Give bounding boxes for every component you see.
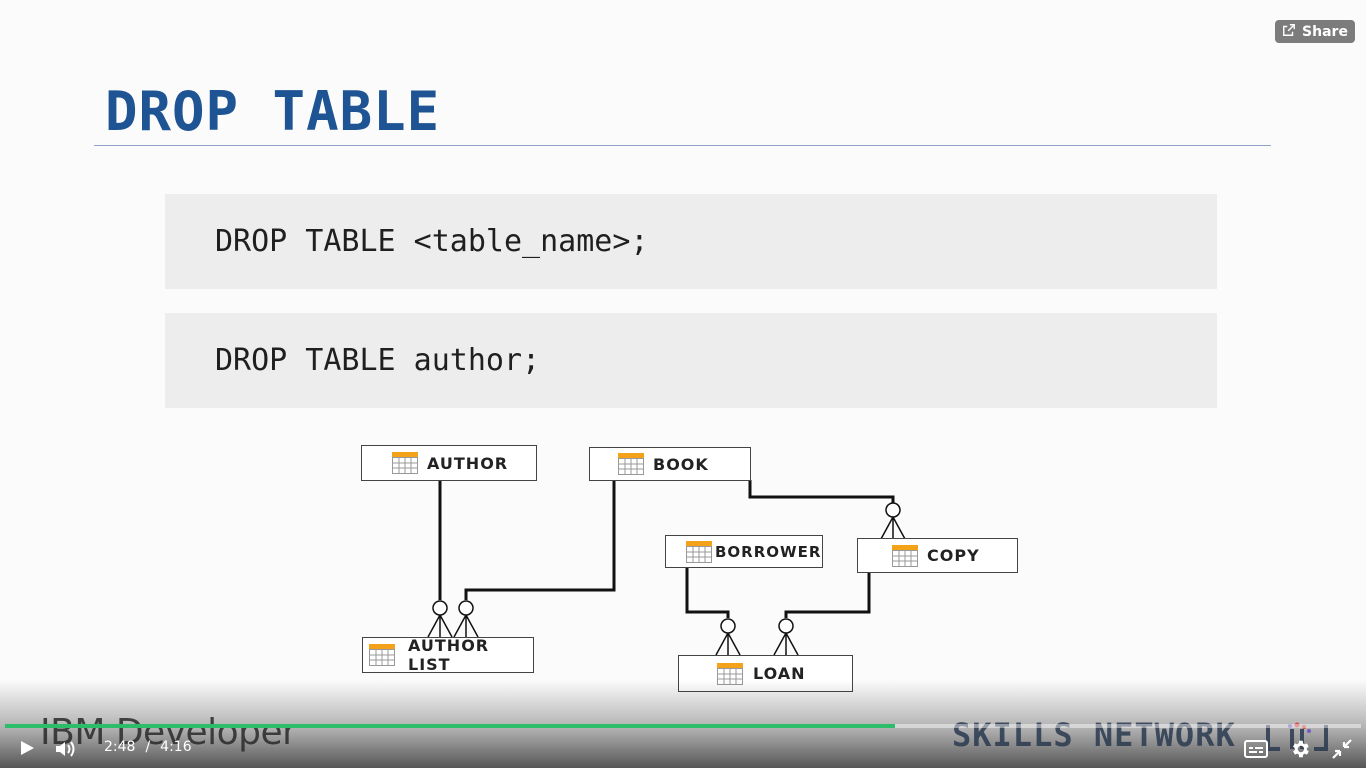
exit-fullscreen-icon [1332, 739, 1352, 759]
code-syntax-box: DROP TABLE <table_name>; [165, 194, 1217, 289]
entity-label: LOAN [753, 664, 806, 683]
entity-label: BOOK [653, 454, 709, 474]
table-icon [618, 453, 644, 475]
code-syntax-line: DROP TABLE <table_name>; [215, 224, 649, 259]
current-time: 2:48 [104, 739, 136, 755]
brand-ibm-developer: IBM Developer [40, 712, 297, 753]
entity-label: BORROWER [715, 542, 822, 561]
entity-book: BOOK [589, 447, 751, 481]
table-icon [369, 644, 395, 666]
brand-skills-network-label: SKILLS NETWORK [952, 716, 1236, 754]
table-icon [717, 662, 743, 685]
entity-copy: COPY [857, 538, 1018, 573]
entity-author-list: AUTHOR LIST [362, 636, 534, 674]
table-icon [392, 452, 418, 474]
settings-button[interactable] [1289, 738, 1311, 764]
settings-icon [1293, 740, 1309, 758]
play-button[interactable] [18, 739, 36, 761]
entity-label: AUTHOR [427, 453, 509, 473]
share-icon [1282, 23, 1296, 41]
captions-icon [1244, 740, 1268, 758]
captions-button[interactable] [1244, 740, 1268, 762]
slide-title: DROP TABLE [105, 80, 441, 143]
exit-fullscreen-button[interactable] [1332, 739, 1352, 763]
share-label: Share [1302, 23, 1348, 40]
volume-icon [56, 741, 75, 757]
time-display: 2:48 / 4:16 [104, 739, 192, 755]
progress-bar[interactable] [5, 724, 1361, 728]
share-button[interactable]: Share [1275, 20, 1355, 43]
entity-author: AUTHOR [361, 445, 537, 481]
duration: 4:16 [160, 739, 192, 755]
play-icon [21, 741, 34, 755]
code-example-box: DROP TABLE author; [165, 313, 1217, 408]
entity-label: COPY [927, 546, 980, 565]
code-example-line: DROP TABLE author; [215, 343, 541, 378]
brand-skills-network: SKILLS NETWORK [952, 716, 1332, 755]
volume-button[interactable] [54, 739, 78, 763]
time-separator: / [145, 739, 151, 755]
entity-label: AUTHOR LIST [408, 636, 490, 674]
entity-borrower: BORROWER [665, 535, 823, 568]
table-icon [686, 540, 712, 563]
table-icon [892, 544, 918, 567]
progress-played [5, 724, 895, 728]
title-divider [94, 145, 1271, 146]
